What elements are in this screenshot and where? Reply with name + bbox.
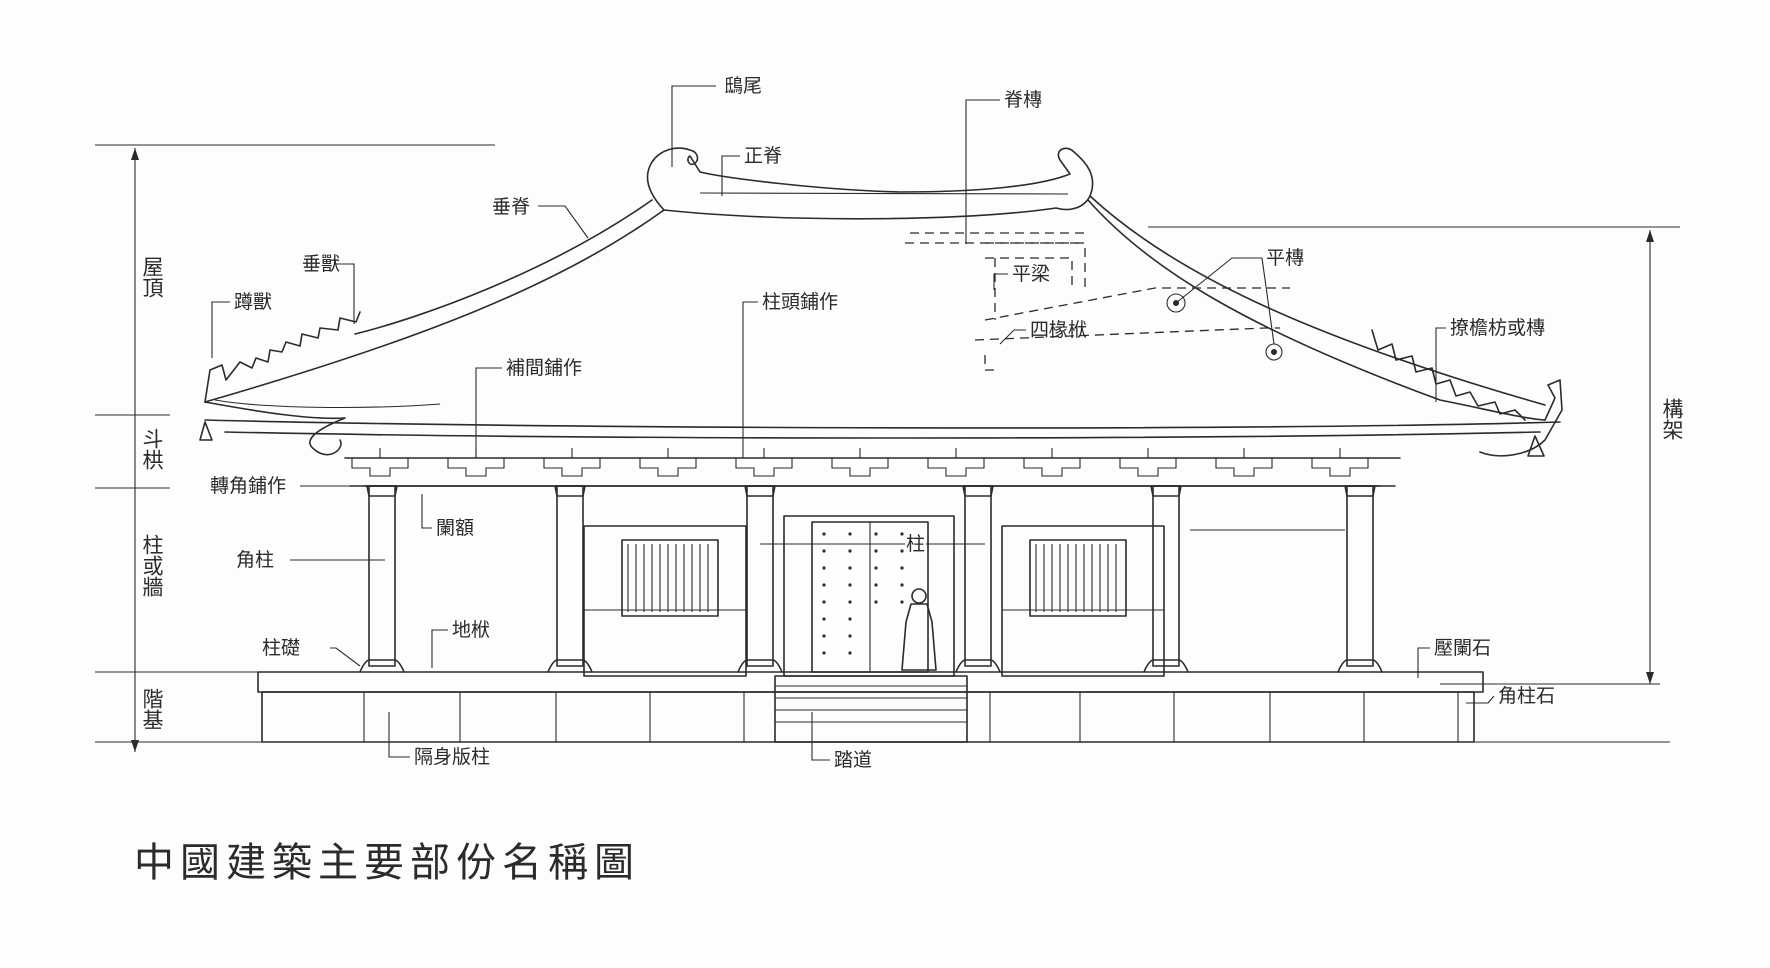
door-stud (900, 566, 904, 570)
bracket (1023, 448, 1081, 477)
column (1337, 485, 1383, 673)
label-pingliang: 平梁 (1012, 263, 1050, 285)
label-sichuanfu: 四椽栿 (1030, 319, 1087, 341)
roof (199, 147, 1563, 457)
platform-posts (363, 692, 1459, 742)
column (955, 485, 1001, 673)
label-jituan: 脊槫 (1004, 89, 1042, 111)
ridge-shape (646, 147, 1094, 220)
column (359, 485, 405, 673)
left-roof-slope (204, 209, 665, 403)
bracket (1311, 448, 1369, 477)
bracket (639, 448, 697, 477)
right-eave-tiles (1371, 329, 1526, 421)
door-stud (900, 549, 904, 553)
label-lan-e: 闌額 (436, 517, 474, 539)
door-studs (822, 532, 904, 655)
door-stud (900, 583, 904, 587)
bracket (1119, 448, 1177, 477)
human-figure (901, 588, 937, 671)
bracket (351, 448, 409, 477)
door-stud (822, 583, 826, 587)
label-liaoyanfang-huo-tuan: 撩檐枋或槫 (1450, 317, 1545, 339)
column (547, 485, 593, 673)
bracket (831, 448, 889, 477)
label-zhu: 柱 (906, 533, 925, 555)
door-stud (848, 532, 852, 536)
label-difu: 地栿 (452, 619, 490, 641)
door-stud (874, 549, 878, 553)
label-tadao: 踏道 (834, 749, 872, 771)
hall-body (359, 485, 1383, 677)
column (737, 485, 783, 673)
bracket (1215, 448, 1273, 477)
right-roof-slope (1087, 199, 1546, 421)
section-column-or-wall-label: 柱或牆 (140, 534, 164, 597)
door-stud (822, 634, 826, 638)
door-stud (822, 600, 826, 604)
label-zhutou-puzuo: 柱頭鋪作 (762, 291, 838, 313)
bracket (543, 448, 601, 477)
door-stud (848, 583, 852, 587)
roof-frame-dashed (905, 232, 1290, 371)
label-geshen-banzhu: 隔身版柱 (414, 746, 490, 768)
label-pingtuan: 平槫 (1266, 247, 1304, 269)
left-dimension-bar (95, 144, 1670, 752)
label-jiaozhushi: 角柱石 (1498, 685, 1555, 707)
dougong-band (344, 448, 1401, 487)
door-stud (822, 617, 826, 621)
label-zhengji: 正脊 (744, 145, 782, 167)
door-stud (822, 566, 826, 570)
bracket (927, 448, 985, 477)
label-bujian-puzuo: 補間鋪作 (506, 357, 582, 379)
label-yalanshi: 壓闌石 (1434, 637, 1491, 659)
door-stud (874, 532, 878, 536)
bracket (735, 448, 793, 477)
left-eave-tiles (204, 311, 361, 403)
door-stud (848, 600, 852, 604)
leader-lines (211, 85, 1495, 761)
door-stud (848, 566, 852, 570)
section-platform-label: 階基 (140, 688, 164, 730)
door-stud (822, 549, 826, 553)
part-labels: 鴟尾 正脊 垂脊 垂獸 蹲獸 補間鋪作 柱頭鋪作 轉角鋪作 闌額 角柱 柱 柱礎… (210, 75, 1555, 771)
section-roof-label: 屋頂 (140, 256, 164, 298)
label-zhuanjiao-puzuo: 轉角鋪作 (210, 475, 286, 497)
label-chuiji: 垂脊 (492, 196, 530, 218)
label-dunshou: 蹲獸 (234, 291, 272, 313)
diagram-caption: 中國建築主要部份名稱圖 (134, 840, 640, 886)
door-stud (848, 651, 852, 655)
door-stud (874, 566, 878, 570)
door-stud (874, 600, 878, 604)
door-stud (848, 634, 852, 638)
bracket-row (351, 448, 1369, 477)
label-zhuchu: 柱礎 (262, 637, 300, 659)
column (1143, 485, 1189, 673)
section-labels: 屋頂 斗栱 柱或牆 階基 構架 (140, 256, 1684, 730)
columns (359, 485, 1383, 673)
label-chiwei: 鴟尾 (724, 75, 762, 97)
door-stud (822, 532, 826, 536)
door-stud (900, 600, 904, 604)
eave-line (204, 419, 1561, 429)
door-stud (900, 532, 904, 536)
door-stud (848, 617, 852, 621)
door-stud (848, 549, 852, 553)
section-structure-label: 構架 (1660, 398, 1684, 440)
section-dougong-label: 斗栱 (140, 428, 164, 470)
door-stud (874, 583, 878, 587)
label-jiaozhu: 角柱 (236, 549, 274, 571)
right-dimension-bar (1148, 226, 1680, 685)
door-stud (822, 651, 826, 655)
platform (257, 671, 1484, 743)
label-chuishou: 垂獸 (302, 253, 340, 275)
